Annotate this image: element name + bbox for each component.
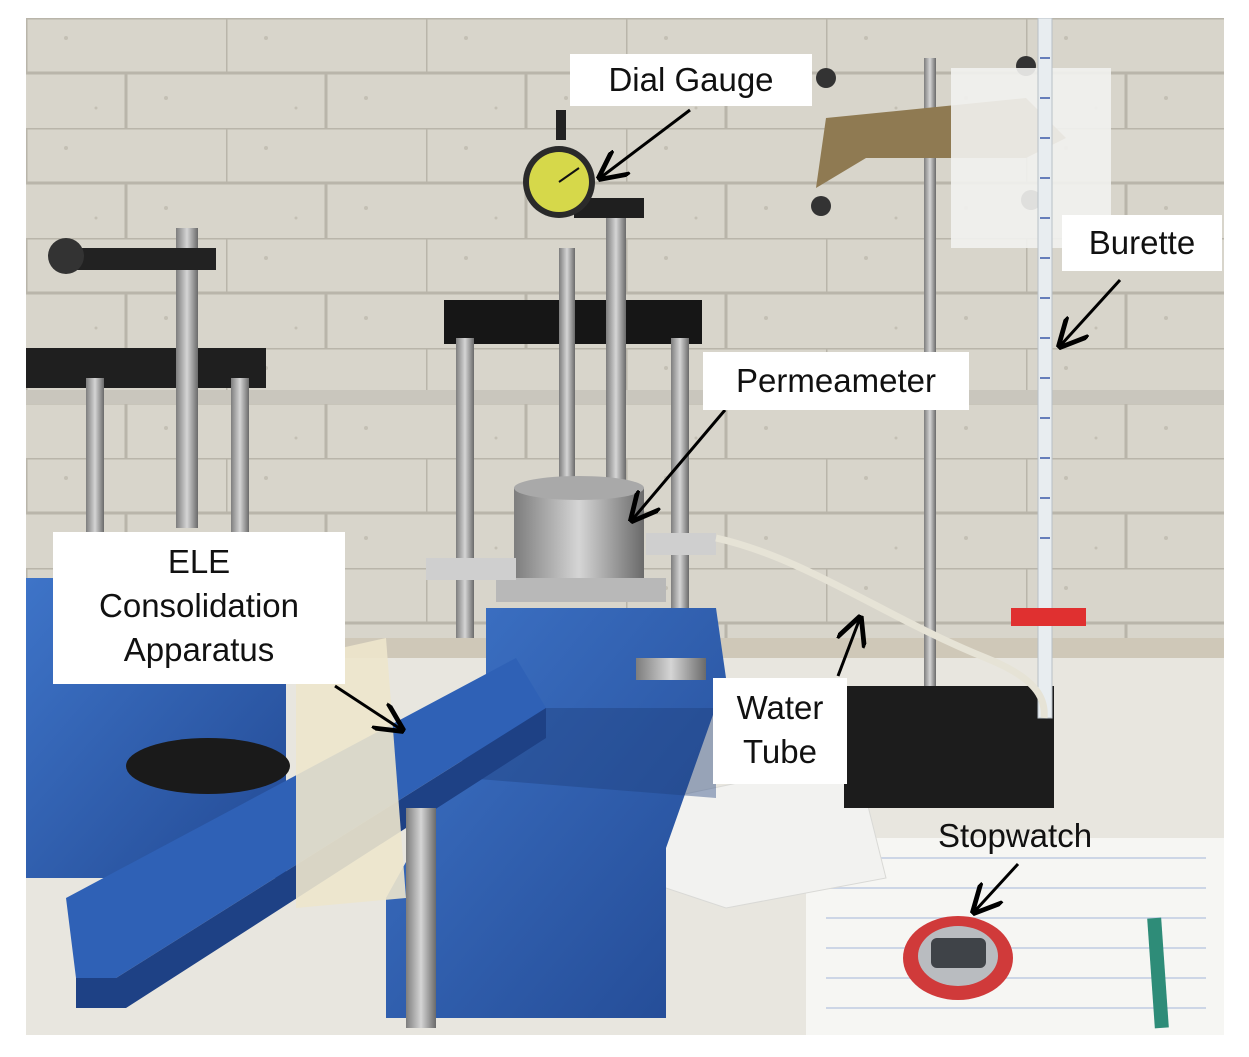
consolidation-apparatus-label: ELE Consolidation Apparatus bbox=[53, 532, 345, 684]
stopwatch bbox=[903, 916, 1013, 1000]
retort-stand bbox=[811, 56, 1111, 808]
dial-gauge-text: Dial Gauge bbox=[608, 61, 774, 98]
ele-text: ELE bbox=[167, 543, 231, 580]
water-tube-label: Water Tube bbox=[713, 678, 847, 784]
permeameter-label: Permeameter bbox=[703, 352, 969, 410]
burette bbox=[1011, 18, 1086, 719]
dial-gauge-label: Dial Gauge bbox=[570, 54, 812, 106]
apparatus-text: Apparatus bbox=[123, 631, 275, 668]
water-text: Water bbox=[736, 689, 824, 726]
lab-photo bbox=[26, 18, 1224, 1035]
dial-gauge bbox=[523, 110, 595, 218]
consolidation-text: Consolidation bbox=[99, 587, 299, 624]
burette-text: Burette bbox=[1088, 224, 1196, 261]
permeameter-cell bbox=[426, 476, 716, 602]
stopwatch-label: Stopwatch bbox=[922, 814, 1108, 858]
stopwatch-text: Stopwatch bbox=[937, 817, 1093, 854]
permeameter-text: Permeameter bbox=[736, 362, 936, 399]
water-tube bbox=[715, 534, 1048, 719]
burette-label: Burette bbox=[1062, 215, 1222, 271]
tube-text: Tube bbox=[743, 733, 817, 770]
